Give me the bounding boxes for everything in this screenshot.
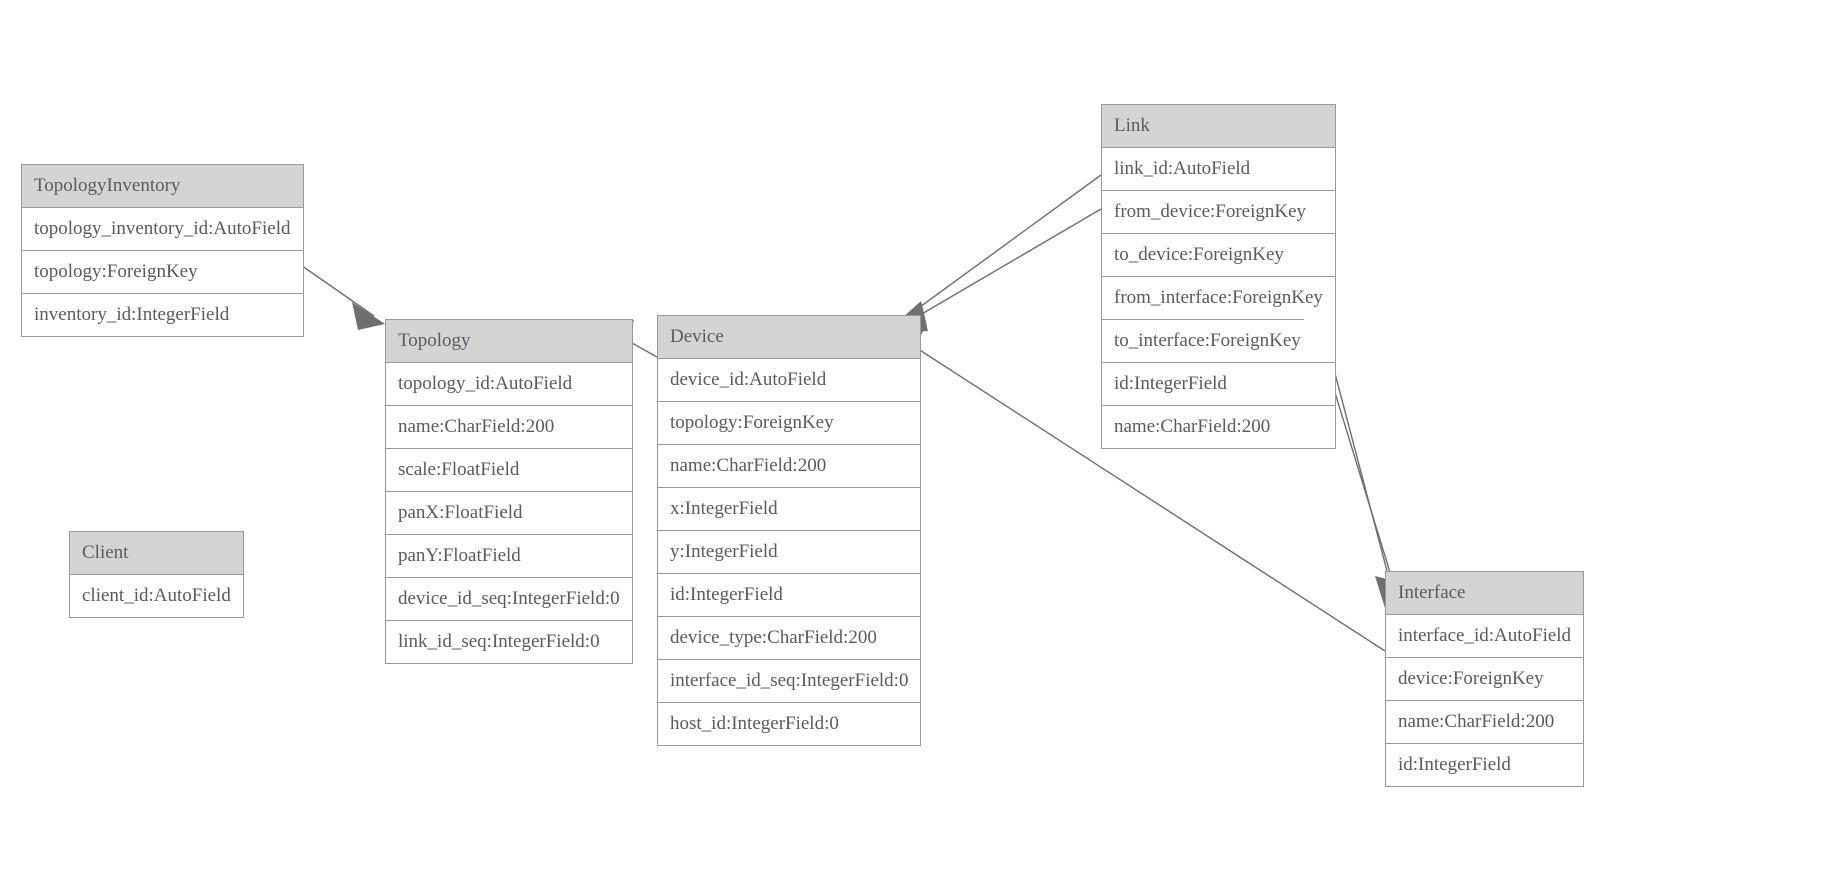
field-client-id: client_id:AutoField [70, 575, 243, 617]
entity-title-topology: Topology [386, 320, 632, 363]
field-interface-device-fk: device:ForeignKey [1386, 658, 1583, 701]
field-device-interface-id-seq: interface_id_seq:IntegerField:0 [658, 660, 920, 703]
field-topology-panx: panX:FloatField [386, 492, 632, 535]
field-inventory-id: inventory_id:IntegerField [22, 294, 303, 336]
field-link-to-device: to_device:ForeignKey [1102, 234, 1335, 277]
field-topology-name: name:CharField:200 [386, 406, 632, 449]
field-interface-idfield: id:IntegerField [1386, 744, 1583, 786]
field-link-name: name:CharField:200 [1102, 406, 1335, 448]
field-link-from-interface: from_interface:ForeignKey [1102, 277, 1323, 320]
field-device-type: device_type:CharField:200 [658, 617, 920, 660]
field-topology-device-id-seq: device_id_seq:IntegerField:0 [386, 578, 632, 621]
entity-client[interactable]: Client client_id:AutoField [69, 531, 244, 618]
entity-title-topologyinventory: TopologyInventory [22, 165, 303, 208]
field-topology-scale: scale:FloatField [386, 449, 632, 492]
field-link-idfield: id:IntegerField [1102, 363, 1335, 406]
field-link-from-device: from_device:ForeignKey [1102, 191, 1335, 234]
entity-interface[interactable]: Interface interface_id:AutoField device:… [1385, 571, 1584, 787]
field-device-host-id: host_id:IntegerField:0 [658, 703, 920, 745]
edge-link-from-device-to-device [891, 174, 1102, 328]
field-device-name: name:CharField:200 [658, 445, 920, 488]
field-topology-inventory-id: topology_inventory_id:AutoField [22, 208, 303, 251]
entity-title-device: Device [658, 316, 920, 359]
field-topology-link-id-seq: link_id_seq:IntegerField:0 [386, 621, 632, 663]
field-interface-name: name:CharField:200 [1386, 701, 1583, 744]
field-interface-id: interface_id:AutoField [1386, 615, 1583, 658]
field-device-idfield: id:IntegerField [658, 574, 920, 617]
field-device-id: device_id:AutoField [658, 359, 920, 402]
field-device-x: x:IntegerField [658, 488, 920, 531]
entity-link[interactable]: Link link_id:AutoField from_device:Forei… [1101, 104, 1336, 449]
field-device-y: y:IntegerField [658, 531, 920, 574]
entity-device[interactable]: Device device_id:AutoField topology:Fore… [657, 315, 921, 746]
field-device-topology-fk: topology:ForeignKey [658, 402, 920, 445]
field-topology-fk: topology:ForeignKey [22, 251, 303, 294]
entity-title-link: Link [1102, 105, 1335, 148]
field-topology-id: topology_id:AutoField [386, 363, 632, 406]
entity-topologyinventory[interactable]: TopologyInventory topology_inventory_id:… [21, 164, 304, 337]
edge-link-to-device-to-device [891, 208, 1102, 333]
field-link-to-interface: to_interface:ForeignKey [1102, 320, 1335, 363]
field-topology-pany: panY:FloatField [386, 535, 632, 578]
entity-title-interface: Interface [1386, 572, 1583, 615]
field-link-id: link_id:AutoField [1102, 148, 1335, 191]
entity-title-client: Client [70, 532, 243, 575]
entity-topology[interactable]: Topology topology_id:AutoField name:Char… [385, 319, 633, 664]
